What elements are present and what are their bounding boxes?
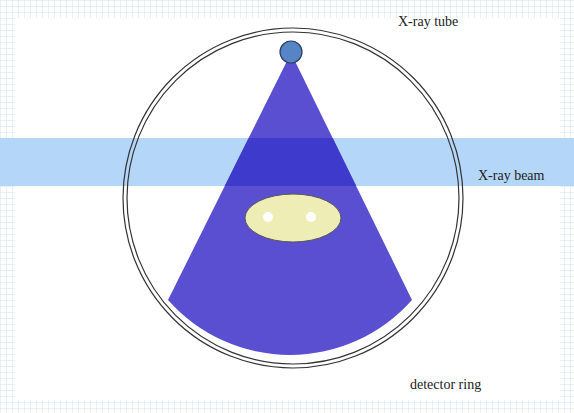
ring-label: detector ring [410,377,481,393]
x-ray-tube-symbol [280,41,302,63]
patient-dot [306,212,316,222]
x-ray-beam-band [0,138,574,186]
patient-body [245,194,341,242]
white-panel [15,18,560,400]
patient-dot [263,212,273,222]
x-ray-fan [168,53,412,355]
detector-ring-outer [123,28,463,368]
tube-label: X-ray tube [398,14,458,30]
beam-label: X-ray beam [478,168,544,184]
detector-ring-inner [127,32,459,364]
beam-overlap [0,138,574,186]
